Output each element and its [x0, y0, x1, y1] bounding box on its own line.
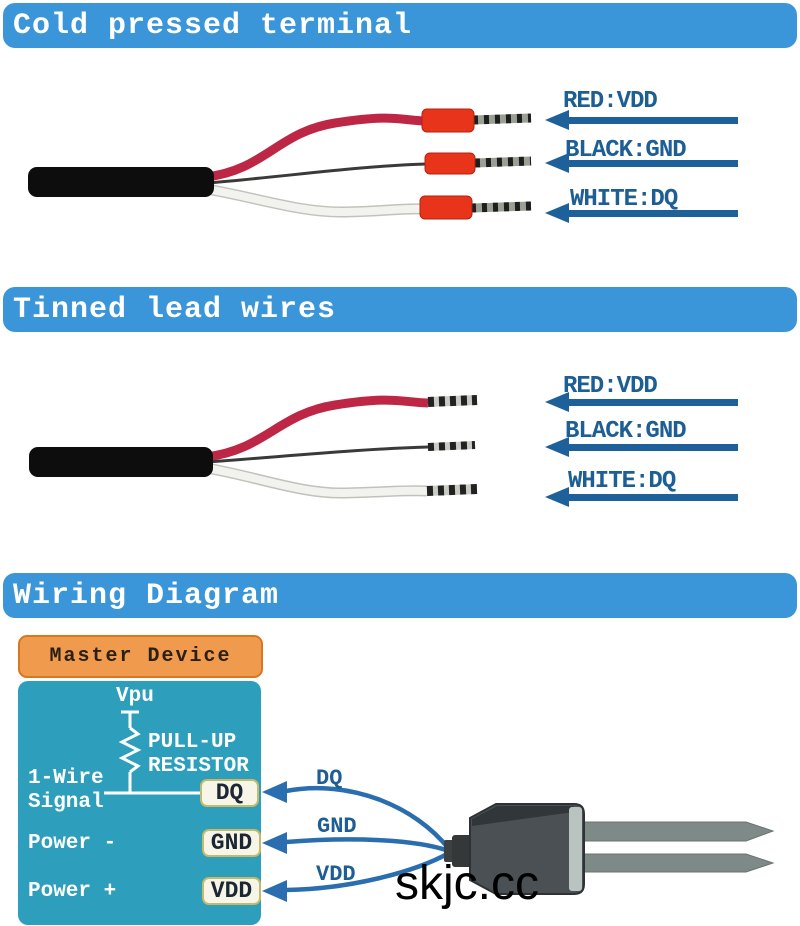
wire-label-white-dq: WHITE:DQ [570, 186, 678, 213]
arrow-head [545, 392, 569, 412]
section-header-cold-pressed-terminal: Cold pressed terminal [3, 3, 797, 48]
bus-arrowheads [262, 781, 287, 902]
bus-wire-label-vdd: VDD [316, 862, 356, 887]
white-wire [205, 464, 428, 498]
left-arrow-icon [545, 392, 738, 412]
left-arrow-icon [545, 110, 738, 130]
bus-wire-label-dq: DQ [316, 766, 343, 791]
wire-label-red-vdd: RED:VDD [563, 88, 658, 115]
arrow-head [545, 487, 569, 507]
one-wire-signal-label-line2: Signal [28, 791, 104, 814]
cold-pressed-cable-illustration [28, 108, 532, 220]
terminal-pin-gnd: GND [202, 829, 261, 857]
arrow-head [545, 110, 569, 130]
arrow-shaft [565, 494, 738, 501]
circuit-lines [104, 710, 451, 902]
terminal-pin-dq: DQ [200, 779, 259, 807]
arrow-head [545, 153, 569, 173]
master-device-box: Master Device [18, 635, 263, 678]
vdd-wire [285, 851, 451, 893]
dq-wire [285, 785, 451, 851]
arrow-shaft [565, 444, 738, 451]
terminal-pin-label: DQ [215, 780, 244, 806]
wire-label-red-vdd: RED:VDD [563, 373, 658, 400]
section-header-wiring-diagram: Wiring Diagram [3, 573, 797, 618]
gnd-wire [285, 837, 450, 854]
tinned-cable-illustration [29, 395, 478, 499]
section-header-tinned-lead-wires: Tinned lead wires [3, 287, 797, 332]
power-minus-label: Power - [28, 832, 117, 855]
left-arrow-icon [545, 153, 738, 173]
left-arrow-icon [545, 437, 738, 457]
arrow-head [545, 437, 569, 457]
arrow-head [545, 203, 569, 223]
pullup-label-line1: PULL-UP [148, 731, 237, 754]
bus-wires [285, 785, 451, 893]
cable-sheath [29, 447, 213, 477]
crimp-pin-tips [470, 113, 532, 213]
red-wire [205, 395, 429, 462]
wire-label-white-dq: WHITE:DQ [568, 468, 676, 495]
wire-label-black-gnd: BLACK:GND [565, 137, 687, 164]
sensor-body [444, 803, 585, 895]
arrow-shaft [565, 160, 738, 167]
wire-label-black-gnd: BLACK:GND [565, 418, 687, 445]
white-wire [205, 185, 423, 217]
red-ferrules [419, 108, 476, 220]
power-plus-label: Power + [28, 880, 117, 903]
tinned-wire-tips [426, 395, 478, 496]
terminal-pin-label: VDD [210, 878, 253, 904]
black-wire [207, 445, 429, 464]
pullup-label-line2: RESISTOR [148, 755, 249, 778]
arrow-shaft [565, 210, 738, 217]
left-arrow-icon [545, 487, 738, 507]
vpu-label: Vpu [116, 685, 154, 708]
soil-sensor-probe-illustration [444, 803, 775, 895]
terminal-pin-label: GND [210, 830, 253, 856]
section-title: Tinned lead wires [13, 292, 337, 327]
section-title: Wiring Diagram [13, 578, 280, 613]
arrow-shaft [565, 117, 738, 124]
cable-sheath [28, 167, 214, 197]
pullup-resistor-symbol [104, 710, 200, 795]
red-wire [205, 113, 425, 182]
section-title: Cold pressed terminal [13, 8, 413, 43]
left-arrow-icon [545, 203, 738, 223]
terminal-pin-vdd: VDD [202, 877, 261, 905]
black-wire [207, 162, 427, 185]
master-device-label: Master Device [49, 645, 232, 668]
sensor-prongs [583, 821, 775, 873]
bus-wire-label-gnd: GND [317, 814, 357, 839]
arrow-shaft [565, 399, 738, 406]
one-wire-signal-label-line1: 1-Wire [28, 767, 104, 790]
watermark-text: skjc.cc [395, 857, 539, 910]
